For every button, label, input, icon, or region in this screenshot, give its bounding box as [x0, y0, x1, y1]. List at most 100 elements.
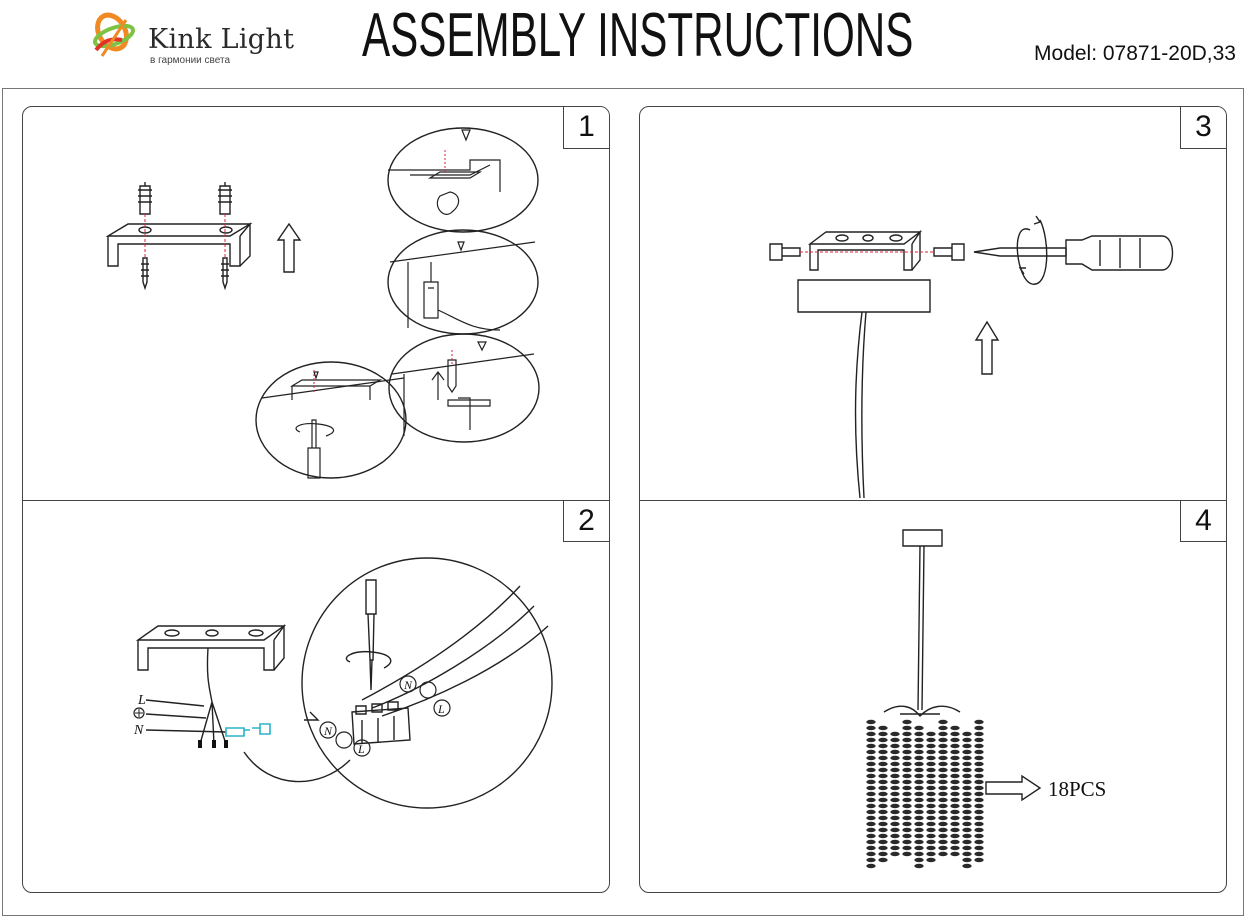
crystal-bead	[925, 857, 937, 863]
crystal-bead	[961, 815, 973, 821]
crystal-strands	[865, 719, 985, 869]
crystal-bead	[937, 779, 949, 785]
crystal-bead	[925, 833, 937, 839]
crystal-bead	[865, 833, 877, 839]
crystal-bead	[973, 767, 985, 773]
crystal-bead	[949, 821, 961, 827]
crystal-bead	[949, 725, 961, 731]
crystal-bead	[913, 767, 925, 773]
crystal-bead	[913, 755, 925, 761]
model-number: Model: 07871-20D,33	[1034, 42, 1236, 65]
crystal-bead	[913, 773, 925, 779]
step-number-1: 1	[563, 107, 609, 149]
detail-circle-bracket	[387, 127, 539, 233]
brand-tagline: в гармонии света	[150, 55, 231, 66]
crystal-bead	[877, 791, 889, 797]
crystal-bead	[889, 797, 901, 803]
crystal-bead	[937, 749, 949, 755]
crystal-bead	[949, 767, 961, 773]
crystal-bead	[865, 719, 877, 725]
crystal-bead	[961, 863, 973, 869]
crystal-bead	[901, 845, 913, 851]
crystal-bead	[901, 755, 913, 761]
crystal-bead	[889, 809, 901, 815]
crystal-bead	[877, 803, 889, 809]
crystal-bead	[901, 785, 913, 791]
up-arrow-icon	[276, 222, 302, 273]
crystal-bead	[913, 761, 925, 767]
crystal-bead	[961, 743, 973, 749]
crystal-bead	[901, 827, 913, 833]
crystal-bead	[865, 857, 877, 863]
crystal-bead	[937, 839, 949, 845]
crystal-bead	[913, 797, 925, 803]
crystal-bead	[925, 755, 937, 761]
crystal-bead	[973, 809, 985, 815]
crystal-bead	[961, 797, 973, 803]
crystal-bead	[913, 779, 925, 785]
crystal-bead	[937, 815, 949, 821]
crystal-bead	[925, 773, 937, 779]
crystal-bead	[901, 761, 913, 767]
cable-wires-icon	[145, 647, 227, 745]
brand-name: Kink Light	[148, 24, 295, 55]
crystal-bead	[901, 839, 913, 845]
crystal-bead	[925, 737, 937, 743]
crystal-bead	[889, 833, 901, 839]
ceiling-bracket-icon	[135, 623, 287, 671]
crystal-bead	[937, 785, 949, 791]
crystal-bead	[865, 827, 877, 833]
left-divider	[23, 500, 609, 501]
crystal-bead	[949, 845, 961, 851]
crystal-count-label: 18PCS	[1048, 777, 1107, 801]
guide-line-icon	[144, 214, 226, 258]
crystal-bead	[949, 749, 961, 755]
crystal-bead	[913, 821, 925, 827]
crystal-bead	[949, 809, 961, 815]
crystal-bead	[937, 851, 949, 857]
crystal-bead	[865, 731, 877, 737]
crystal-bead	[877, 797, 889, 803]
crystal-bead	[961, 773, 973, 779]
crystal-bead	[889, 761, 901, 767]
crystal-bead	[973, 791, 985, 797]
crystal-bead	[877, 731, 889, 737]
crystal-bead	[913, 851, 925, 857]
crystal-bead	[913, 785, 925, 791]
crystal-bead	[877, 743, 889, 749]
step-number-4: 4	[1180, 500, 1226, 542]
crystal-bead	[925, 851, 937, 857]
crystal-bead	[925, 803, 937, 809]
crystal-bead	[901, 851, 913, 857]
left-column: 1 2	[22, 106, 610, 893]
crystal-bead	[901, 797, 913, 803]
crystal-bead	[913, 863, 925, 869]
crystal-bead	[913, 791, 925, 797]
screwdriver-icon	[261, 371, 405, 479]
crystal-bead	[889, 749, 901, 755]
crystal-bead	[913, 809, 925, 815]
terminal-ground-icon	[335, 731, 353, 749]
crystal-bead	[901, 767, 913, 773]
crystal-bead	[949, 839, 961, 845]
crystal-bead	[901, 815, 913, 821]
crystal-bead	[937, 797, 949, 803]
crystal-bead	[865, 737, 877, 743]
crystal-bead	[889, 851, 901, 857]
crystal-bead	[901, 809, 913, 815]
crystal-bead	[925, 749, 937, 755]
crystal-bead	[961, 833, 973, 839]
crystal-bead	[889, 815, 901, 821]
crystal-bead	[913, 731, 925, 737]
crystal-bead	[925, 809, 937, 815]
crystal-bead	[889, 779, 901, 785]
crystal-bead	[961, 851, 973, 857]
crystal-bead	[925, 797, 937, 803]
crystal-bead	[961, 755, 973, 761]
terminal-label-top-l: L	[437, 702, 445, 716]
crystal-bead	[889, 785, 901, 791]
crystal-bead	[973, 761, 985, 767]
crystal-bead	[937, 737, 949, 743]
crystal-bead	[973, 773, 985, 779]
crystal-bead	[901, 743, 913, 749]
